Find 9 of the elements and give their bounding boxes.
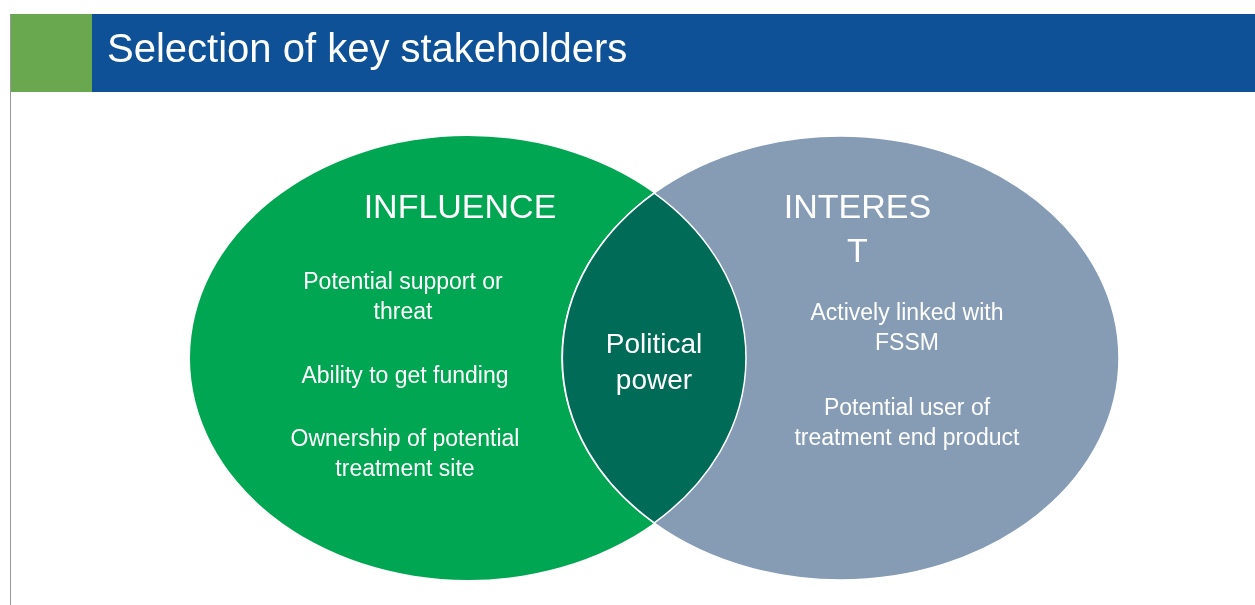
criterion-text: Ability to get funding (300, 361, 510, 390)
title: Selection of key stakeholders (107, 26, 628, 71)
criterion-text: Potential user of treatment end product (793, 393, 1021, 452)
criterion-text: Actively linked with FSSM (809, 298, 1005, 357)
overlap-text: Political power (604, 327, 704, 398)
criterion-text: Ownership of potential treatment site (289, 424, 521, 483)
circle-heading: INTERES T (782, 186, 933, 272)
circle-heading: INFLUENCE (362, 186, 558, 227)
criterion-text: Potential support or threat (302, 267, 504, 326)
